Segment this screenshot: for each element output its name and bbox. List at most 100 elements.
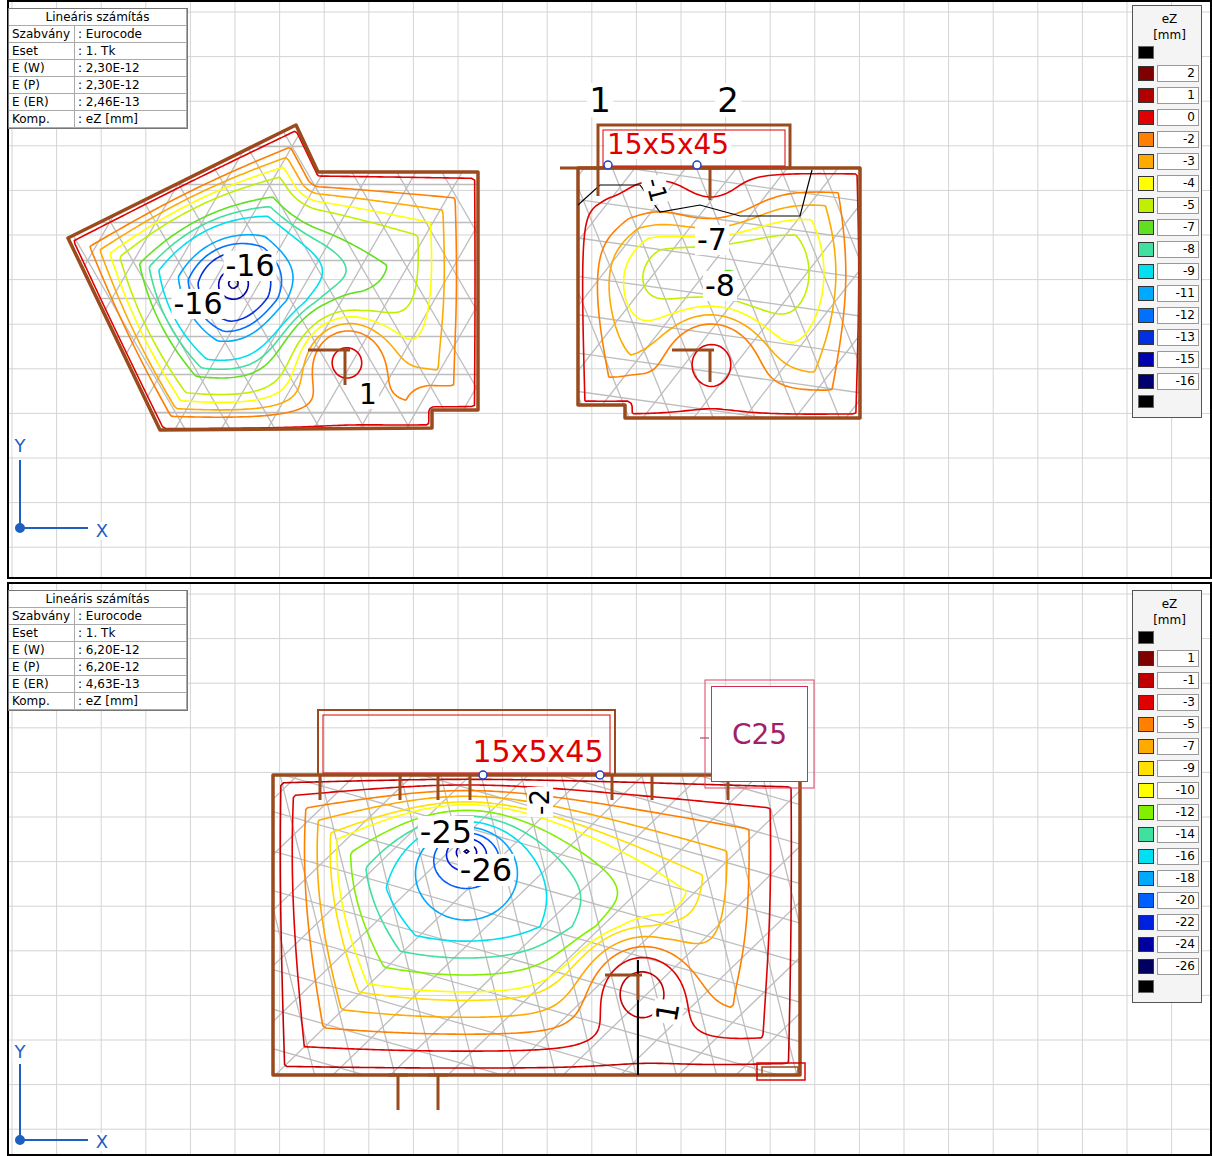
mesh-edge (674, 0, 956, 604)
mesh-edge (0, 686, 1140, 1020)
legend-row: -15 (1138, 348, 1201, 370)
mesh-edge (0, 0, 451, 676)
mesh-edge (0, 1088, 1025, 1156)
legend-title: eZ [mm] (1148, 596, 1192, 628)
mesh-edge (426, 0, 937, 484)
grid-line (9, 235, 1210, 236)
legend-row: -12 (1138, 801, 1201, 823)
mesh-edge (49, 451, 921, 1156)
mesh-edge (0, 0, 348, 616)
mesh-edge (313, 51, 595, 750)
grid-line (9, 12, 1210, 13)
plot-shape (397, 1075, 400, 1110)
grid-line (502, 2, 503, 577)
mesh-edge (105, 508, 977, 1156)
mesh-edge (0, 364, 838, 1156)
grid-line (993, 2, 994, 577)
legend-swatch (1138, 264, 1154, 279)
legend-swatch (1138, 673, 1154, 688)
mesh-edge (303, 545, 1049, 650)
mesh-edge (356, 168, 1102, 273)
mesh-edge (855, 0, 1137, 530)
grid-line (9, 56, 1210, 57)
fe-mesh (0, 0, 971, 976)
mesh-edge (0, 0, 278, 576)
plot-shape (469, 775, 472, 800)
mesh-edge (421, 7, 703, 706)
legend-swatch (1138, 110, 1154, 125)
grid-line (9, 458, 1210, 459)
mesh-edge (110, 211, 1212, 545)
legend-value: -7 (1157, 219, 1199, 236)
legend-swatch (1138, 761, 1154, 776)
mesh-edge (783, 0, 1065, 560)
mesh-edge (291, 0, 802, 562)
table-key: Komp. (9, 111, 75, 128)
mesh-edge (383, 796, 1212, 1156)
legend-swatch (1138, 871, 1154, 886)
grid-line (9, 502, 1210, 503)
legend-value: -14 (1157, 826, 1199, 843)
mesh-edge (160, 566, 1032, 1156)
legend-swatch (1138, 893, 1154, 908)
mesh-edge (355, 767, 1212, 1156)
contour-value: -26 (458, 854, 514, 886)
mesh-edge (70, 416, 363, 1156)
legend-swatch (1138, 176, 1154, 191)
legend-value: -12 (1157, 307, 1199, 324)
legend-swatch (1138, 352, 1154, 367)
legend-swatch (1138, 959, 1154, 974)
plot-shape (583, 174, 859, 414)
mesh-edge (0, 393, 866, 1156)
mesh-edge (77, 480, 949, 1156)
grid-line (904, 584, 905, 1154)
balcony-outline (603, 130, 785, 166)
legend-swatch (1138, 198, 1154, 213)
mesh-edge (0, 832, 1098, 1156)
table-key: E (ER) (9, 94, 75, 111)
plot-shape (20, 527, 88, 529)
table-title: Lineáris számítás (9, 591, 187, 608)
grid-line (324, 584, 325, 1154)
legend-swatch (1138, 220, 1154, 235)
contour-line (624, 220, 824, 343)
grid-line (1082, 584, 1083, 1154)
table-key: E (ER) (9, 676, 75, 693)
table-value: : Eurocode (75, 608, 187, 625)
mesh-edge (0, 336, 810, 1156)
plot-shape (611, 775, 614, 800)
grid-line (636, 584, 637, 1154)
legend-row: -20 (1138, 889, 1201, 911)
mesh-edge (0, 869, 1088, 1156)
overflow-swatch (1138, 980, 1154, 993)
legend-value: -9 (1157, 760, 1199, 777)
mesh-edge (532, 31, 996, 625)
balcony-outline (598, 125, 790, 168)
mesh-edge (600, 284, 893, 1156)
grid-line (235, 584, 236, 1154)
grid-line (1082, 2, 1083, 577)
plot-shape (344, 350, 347, 385)
contour-line (149, 207, 346, 369)
plot-shape (693, 161, 701, 169)
mesh-edge (563, 56, 1027, 650)
legend-row: -18 (1138, 867, 1201, 889)
legend-value: -15 (1157, 351, 1199, 368)
overflow-swatch (1138, 631, 1154, 644)
legend-value: 0 (1157, 109, 1199, 126)
mesh-edge (122, 0, 633, 660)
mesh-edge (562, 294, 855, 1156)
mesh-edge (0, 454, 212, 1156)
legend-value: 1 (1157, 87, 1199, 104)
mesh-edge (0, 564, 784, 565)
grid-line (9, 1129, 1210, 1130)
legend-value: -11 (1157, 285, 1199, 302)
plot-shape (709, 350, 712, 382)
grid-line (1037, 584, 1038, 1154)
marker-rect (757, 1063, 805, 1080)
mesh-edge (0, 0, 329, 835)
legend-swatch (1138, 937, 1154, 952)
legend-value: -24 (1157, 936, 1199, 953)
contour-value: -25 (418, 816, 474, 848)
